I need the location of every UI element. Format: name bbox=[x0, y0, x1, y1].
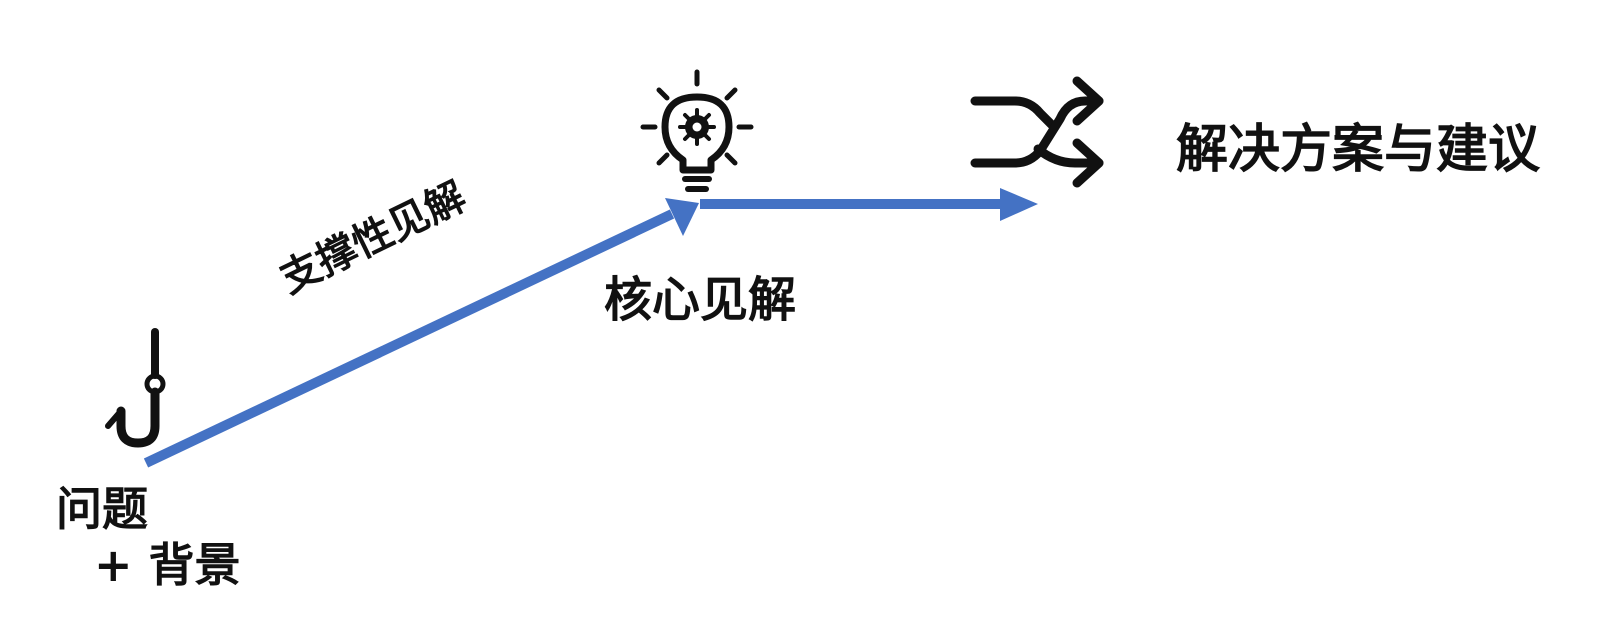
fish-hook-icon bbox=[105, 328, 166, 448]
solutions-recommendations-label: 解决方案与建议 bbox=[1176, 120, 1541, 180]
lightbulb-gear-icon bbox=[640, 69, 754, 192]
background-label: + 背景 bbox=[94, 538, 241, 592]
problem-label: 问题 bbox=[56, 482, 148, 536]
shuffle-arrows-icon bbox=[970, 76, 1104, 188]
supporting-insight-arrow bbox=[143, 198, 699, 468]
core-insight-label: 核心见解 bbox=[604, 272, 797, 328]
core-insight-arrow bbox=[700, 188, 1038, 221]
